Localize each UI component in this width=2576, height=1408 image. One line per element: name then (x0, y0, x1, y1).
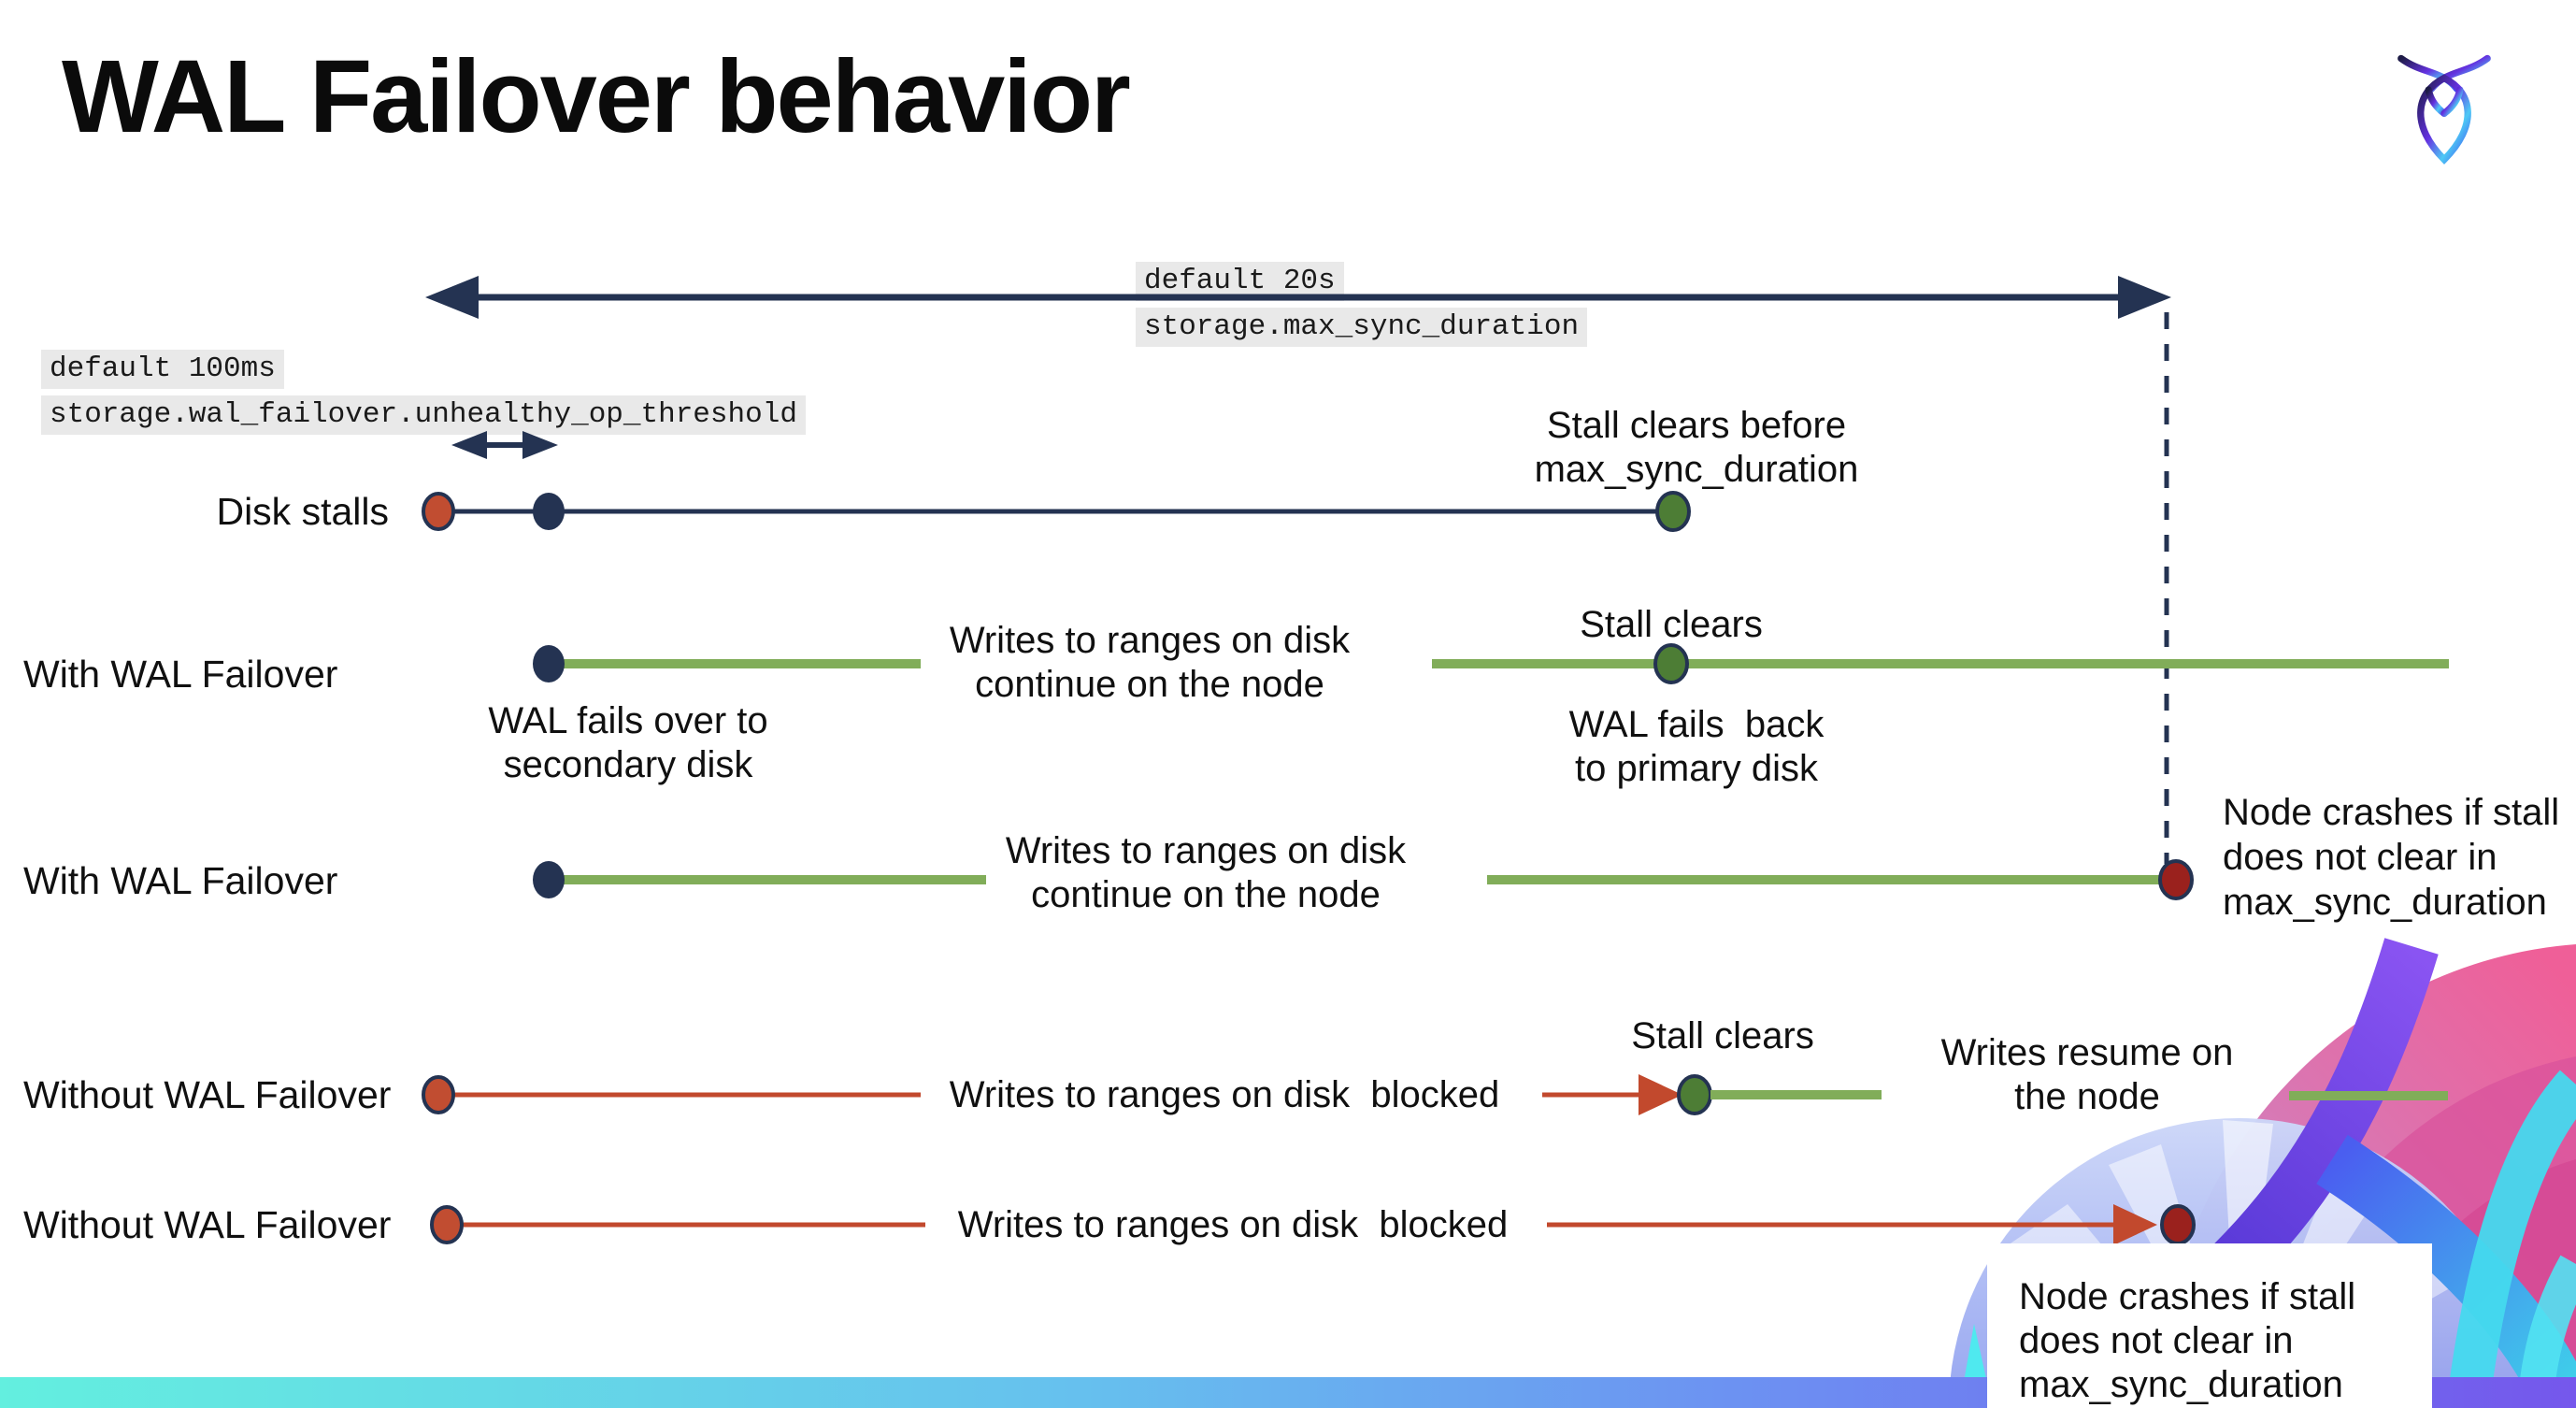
row-label-with-wal-failover-2: With WAL Failover (23, 859, 338, 902)
unhealthy-op-default-value: default 100ms (41, 350, 284, 389)
row4-red-arrowhead-icon (1639, 1074, 1682, 1115)
arrowhead-right-icon (522, 431, 558, 459)
row5-stall-start-dot (430, 1205, 464, 1244)
annotation-wal-fails-over: WAL fails over to secondary disk (488, 700, 768, 785)
row5-red-arrowhead-icon (2113, 1204, 2157, 1245)
annotation-wal-fails-back: WAL fails back to primary disk (1568, 704, 1825, 789)
cockroachdb-logo-icon (2389, 49, 2499, 166)
row1-stall-clears-dot (1655, 491, 1691, 532)
unhealthy-op-threshold-setting-label: default 100ms storage.wal_failover.unhea… (41, 350, 806, 435)
annotation-node-crashes-row5: Node crashes if stall does not clear in … (2019, 1276, 2356, 1405)
annotation-stall-clears-row2: Stall clears (1580, 604, 1763, 645)
row1-stall-start-dot (422, 492, 455, 531)
max-sync-default-value: default 20s (1136, 262, 1344, 301)
logo-branch-left (2425, 86, 2448, 117)
annotation-writes-continue-row2: Writes to ranges on disk continue on the… (949, 620, 1351, 705)
annotation-writes-blocked-row5: Writes to ranges on disk blocked (957, 1204, 1509, 1245)
row2-stall-clears-dot (1653, 643, 1689, 684)
annotation-stall-clears-before: Stall clears before max_sync_duration (1534, 405, 1859, 490)
row3-crash-dot (2158, 859, 2194, 900)
row5-crash-dot (2160, 1204, 2196, 1245)
arrowhead-right-icon (2118, 276, 2171, 319)
annotation-writes-resume: Writes resume on the node (1940, 1032, 2234, 1117)
max-sync-duration-setting-label: default 20s storage.max_sync_duration (1136, 262, 1588, 347)
row1-threshold-dot (533, 493, 565, 530)
row4-stall-clears-dot (1677, 1074, 1712, 1115)
row3-failover-dot (533, 861, 565, 898)
row-label-disk-stalls: Disk stalls (216, 490, 389, 533)
row-label-without-wal-failover-2: Without WAL Failover (23, 1203, 392, 1246)
annotation-stall-clears-row4: Stall clears (1631, 1015, 1814, 1056)
annotation-writes-blocked-row4: Writes to ranges on disk blocked (949, 1074, 1500, 1115)
arrowhead-left-icon (425, 276, 479, 319)
annotation-writes-continue-row3: Writes to ranges on disk continue on the… (1005, 830, 1407, 915)
unhealthy-op-setting-name: storage.wal_failover.unhealthy_op_thresh… (41, 395, 806, 435)
max-sync-setting-name: storage.max_sync_duration (1136, 308, 1588, 347)
logo-branch-right (2440, 86, 2464, 117)
row-label-with-wal-failover-1: With WAL Failover (23, 653, 338, 696)
row4-stall-start-dot (422, 1075, 455, 1114)
row2-failover-dot (533, 645, 565, 682)
crash-callout-box: Node crashes if stall does not clear in … (1987, 1243, 2432, 1408)
arrowhead-left-icon (451, 431, 487, 459)
row-label-without-wal-failover-1: Without WAL Failover (23, 1073, 392, 1116)
annotation-node-crashes-row3: Node crashes if stall does not clear in … (2223, 792, 2560, 923)
art-cyan-arc (2446, 1070, 2576, 1408)
page-title: WAL Failover behavior (62, 39, 1131, 154)
